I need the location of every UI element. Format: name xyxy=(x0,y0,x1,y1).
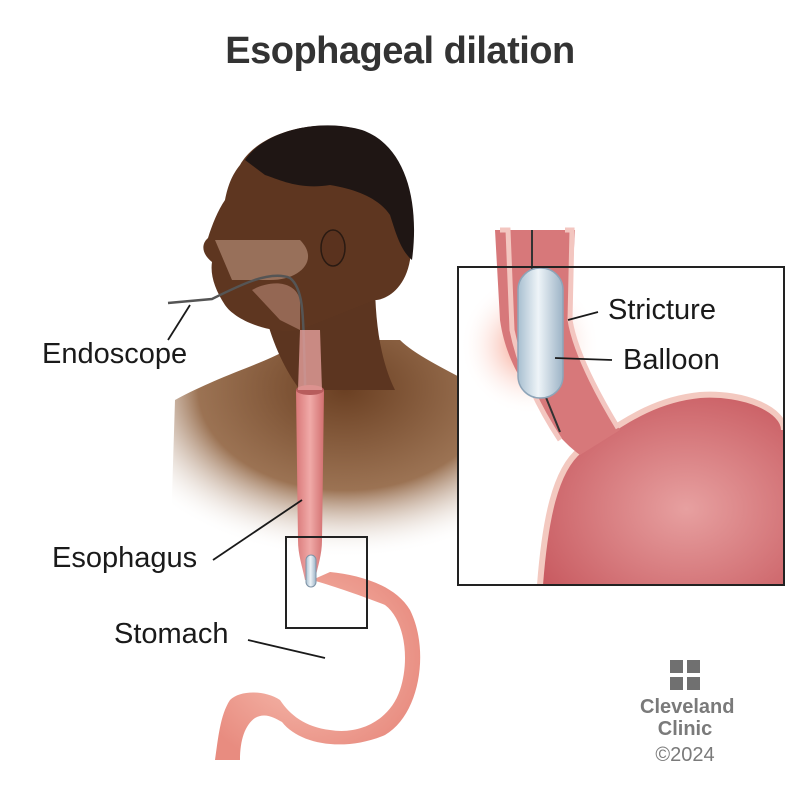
zoom-region-box xyxy=(285,536,368,629)
leader-balloon xyxy=(554,357,613,361)
head xyxy=(203,125,415,331)
label-stricture: Stricture xyxy=(608,294,716,326)
brand-name-line2: Clinic xyxy=(657,718,713,740)
copyright: ©2024 xyxy=(655,744,715,766)
leader-endoscope xyxy=(167,304,191,341)
esophagus xyxy=(296,330,324,580)
stomach xyxy=(215,572,421,760)
inset xyxy=(457,227,785,586)
label-stomach: Stomach xyxy=(114,618,229,650)
leader-esophagus xyxy=(212,499,303,561)
diagram-title: Esophageal dilation xyxy=(225,30,575,72)
label-balloon: Balloon xyxy=(623,344,720,376)
label-esophagus: Esophagus xyxy=(52,542,198,574)
balloon-small xyxy=(305,554,317,588)
leader-stricture xyxy=(567,311,599,321)
torso xyxy=(170,340,520,583)
cleveland-clinic-logo: Cleveland Clinic ©2024 xyxy=(640,660,735,768)
brand-name-line1: Cleveland xyxy=(640,696,735,718)
leader-stomach xyxy=(247,639,326,659)
label-endoscope: Endoscope xyxy=(42,338,188,370)
balloon-large xyxy=(517,267,564,399)
cleveland-clinic-cross-icon xyxy=(670,660,700,690)
